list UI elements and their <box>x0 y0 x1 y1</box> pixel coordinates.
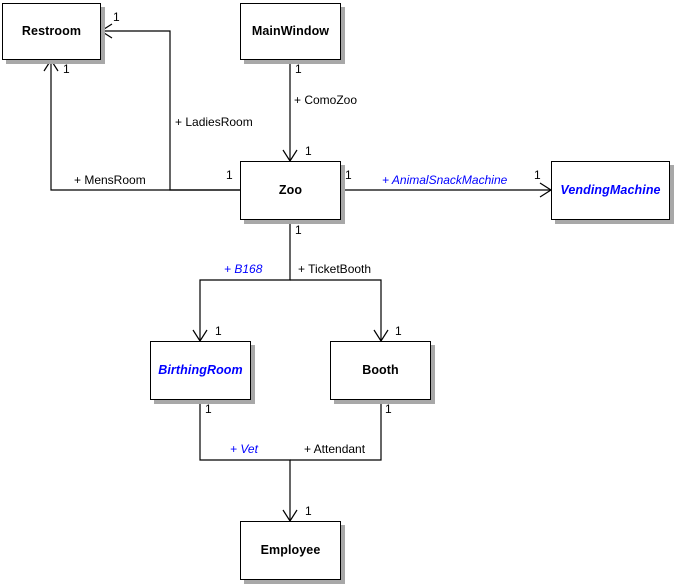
class-name-vendingmachine: VendingMachine <box>560 182 661 197</box>
edge-label-b168: + B168 <box>222 262 265 276</box>
class-name-restroom: Restroom <box>21 23 82 38</box>
edge-label-ladiesroom: + LadiesRoom <box>173 115 255 129</box>
edge-label-vet: + Vet <box>228 442 260 456</box>
multiplicity-mainwindow-bottom: 1 <box>295 62 302 76</box>
edge-birthingroom-employee[interactable] <box>199 400 298 523</box>
multiplicity-zoo-right: 1 <box>345 168 352 182</box>
multiplicity-restroom-right: 1 <box>113 10 120 24</box>
class-name-employee: Employee <box>260 542 321 557</box>
edge-zoo-restroom-mens[interactable] <box>43 58 240 191</box>
multiplicity-zoo-left: 1 <box>226 168 233 182</box>
multiplicity-booth-top: 1 <box>395 324 402 338</box>
class-name-zoo: Zoo <box>278 182 303 197</box>
edge-label-ticketbooth: + TicketBooth <box>296 262 374 276</box>
multiplicity-zoo-bottom: 1 <box>295 223 302 237</box>
edge-label-comozoo: + ComoZoo <box>292 93 360 107</box>
multiplicity-restroom-bottom: 1 <box>63 62 70 76</box>
class-name-mainwindow: MainWindow <box>251 23 330 38</box>
edge-zoo-booth[interactable] <box>290 279 389 343</box>
class-box-zoo[interactable]: Zoo <box>240 161 341 220</box>
multiplicity-vendingmachine-left: 1 <box>534 168 541 182</box>
multiplicity-birthingroom-top: 1 <box>215 324 222 338</box>
multiplicity-birthingroom-bottom: 1 <box>205 402 212 416</box>
edge-zoo-restroom-ladies[interactable] <box>99 23 240 191</box>
edge-label-mensroom: + MensRoom <box>72 173 148 187</box>
class-name-booth: Booth <box>362 362 399 377</box>
class-box-vendingmachine[interactable]: VendingMachine <box>551 161 670 220</box>
edge-booth-employee[interactable] <box>290 400 382 461</box>
multiplicity-booth-bottom: 1 <box>385 402 392 416</box>
class-box-mainwindow[interactable]: MainWindow <box>240 3 341 60</box>
multiplicity-zoo-top: 1 <box>305 144 312 158</box>
class-name-birthingroom: BirthingRoom <box>158 362 243 377</box>
edge-zoo-birthingroom[interactable] <box>192 220 291 343</box>
class-box-restroom[interactable]: Restroom <box>2 3 101 60</box>
edge-label-animalsnackmachine: + AnimalSnackMachine <box>380 173 510 187</box>
class-box-employee[interactable]: Employee <box>240 521 341 580</box>
edge-label-attendant: + Attendant <box>302 442 368 456</box>
class-box-birthingroom[interactable]: BirthingRoom <box>150 341 251 400</box>
class-box-booth[interactable]: Booth <box>330 341 431 400</box>
multiplicity-employee-top: 1 <box>305 504 312 518</box>
